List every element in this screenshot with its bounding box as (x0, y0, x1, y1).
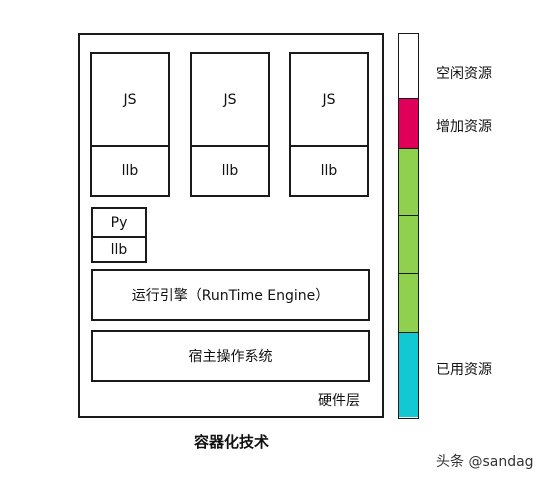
host-os-box: 宿主操作系统 (91, 330, 370, 382)
hardware-layer-label: 硬件层 (318, 393, 360, 409)
watermark: 头条 @sandag (436, 454, 534, 470)
app-stack-2-lib: llb (221, 163, 239, 179)
runtime-engine-box: 运行引擎（RunTime Engine） (91, 269, 370, 321)
resource-bar-idle (399, 34, 418, 99)
app-stack-3: JS llb (289, 52, 369, 197)
resource-bar-used-cyan (399, 333, 418, 417)
resource-bar-added (399, 99, 418, 149)
app-stack-2: JS llb (190, 52, 270, 197)
resource-bar-used-green-1 (399, 149, 418, 216)
app-stack-2-js: JS (192, 54, 268, 147)
used-resource-label: 已用资源 (436, 362, 492, 378)
resource-bar-used-green-3 (399, 274, 418, 333)
idle-resource-label: 空闲资源 (436, 66, 492, 82)
runtime-engine-label: 运行引擎（RunTime Engine） (131, 288, 330, 304)
app-stack-1-lib: llb (121, 163, 139, 179)
resource-bar-used-green-2 (399, 216, 418, 274)
py-stack-py: Py (93, 209, 145, 238)
py-stack-lib: llb (110, 241, 128, 258)
app-stack-1-js: JS (92, 54, 168, 147)
app-stack-1: JS llb (90, 52, 170, 197)
added-resource-label: 增加资源 (436, 119, 492, 135)
host-os-label: 宿主操作系统 (188, 349, 273, 365)
resource-bar (398, 33, 419, 419)
app-stack-3-lib: llb (320, 163, 338, 179)
py-stack: Py llb (91, 207, 147, 263)
diagram-caption: 容器化技术 (194, 433, 270, 451)
app-stack-3-js: JS (291, 54, 367, 147)
